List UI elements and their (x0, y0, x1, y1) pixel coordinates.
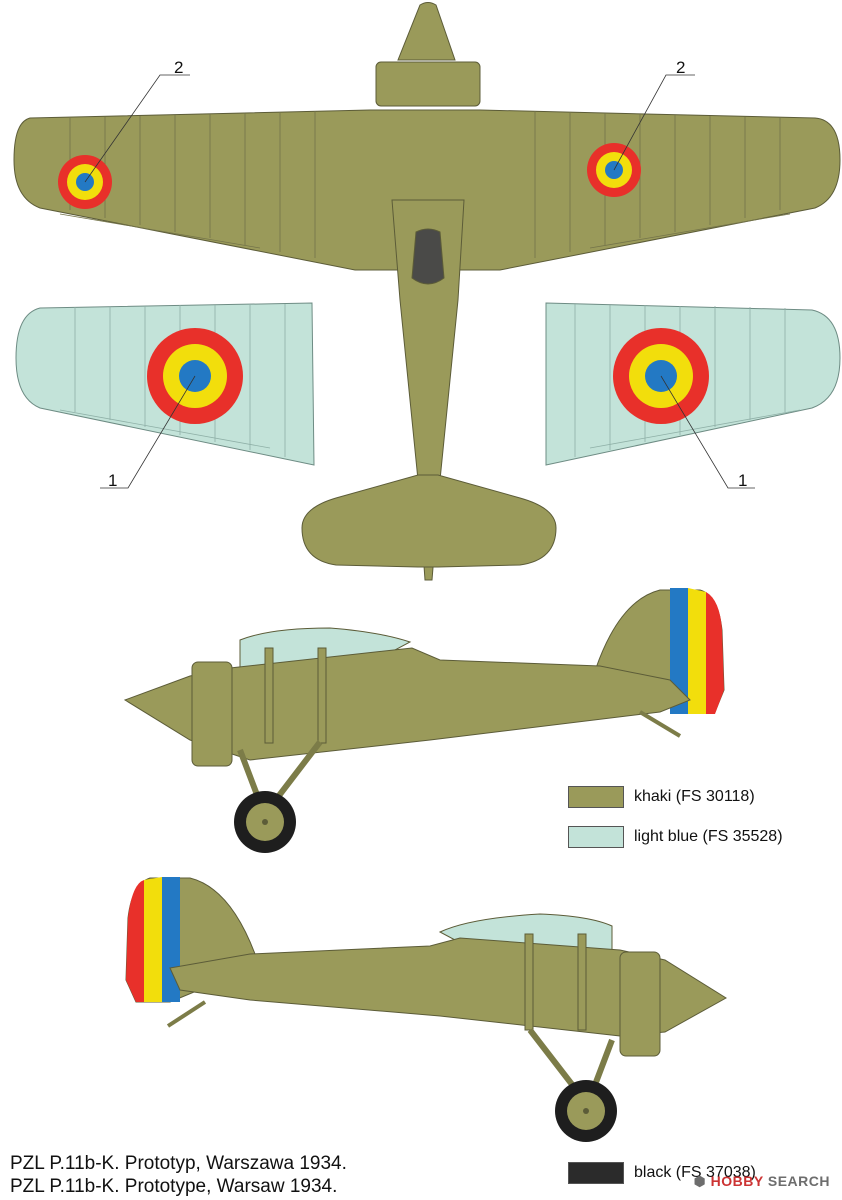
side-right-fuselage (169, 937, 727, 1037)
callout-top-left: 2 (174, 58, 183, 77)
legend-black-swatch (568, 1162, 624, 1184)
callout-top-right: 2 (676, 58, 685, 77)
watermark-rest: SEARCH (767, 1173, 830, 1189)
top-view-fin (397, 2, 456, 61)
legend-khaki: khaki (FS 30118) (568, 786, 755, 808)
side-left-cowling (191, 661, 233, 767)
callout-bottom-right: 1 (738, 471, 747, 490)
legend-khaki-swatch (568, 786, 624, 808)
side-view-left (123, 588, 725, 853)
legend-light-blue: light blue (FS 35528) (568, 826, 783, 848)
side-view-right (125, 877, 727, 1142)
top-view-tailplane (301, 474, 557, 568)
callout-lines (84, 74, 755, 489)
top-view-wing (13, 109, 841, 271)
top-view-engine-block (375, 61, 481, 107)
top-view-cockpit (411, 228, 445, 285)
side-right-tailskid (166, 1000, 207, 1028)
callout-bottom-left: 1 (108, 471, 117, 490)
legend-khaki-label: khaki (FS 30118) (634, 788, 755, 805)
side-right-rudder-stripes (126, 877, 180, 1002)
side-right-wheel (555, 1080, 617, 1142)
side-left-struts (264, 647, 327, 744)
legend-light-blue-swatch (568, 826, 624, 848)
side-left-rudder-stripes (670, 588, 724, 714)
top-view (13, 2, 841, 581)
hobbysearch-logo-icon: ⬢ (693, 1173, 707, 1189)
legend-light-blue-label: light blue (FS 35528) (634, 828, 783, 845)
side-left-tailskid (638, 710, 682, 738)
top-view-fuselage (391, 199, 465, 581)
legend-black-label: black (FS 37038) (634, 1164, 756, 1181)
side-left-wheel (234, 791, 296, 853)
hobbysearch-watermark: ⬢ HOBBY SEARCH (694, 1173, 830, 1190)
watermark-brand: HOBBY (710, 1173, 764, 1189)
caption-polish: PZL P.11b-K. Prototyp, Warszawa 1934. (10, 1153, 347, 1174)
side-right-struts (524, 933, 587, 1031)
legend-black: black (FS 37038) (568, 1162, 756, 1184)
side-right-cowling (619, 951, 661, 1057)
caption-english: PZL P.11b-K. Prototype, Warsaw 1934. (10, 1176, 338, 1197)
